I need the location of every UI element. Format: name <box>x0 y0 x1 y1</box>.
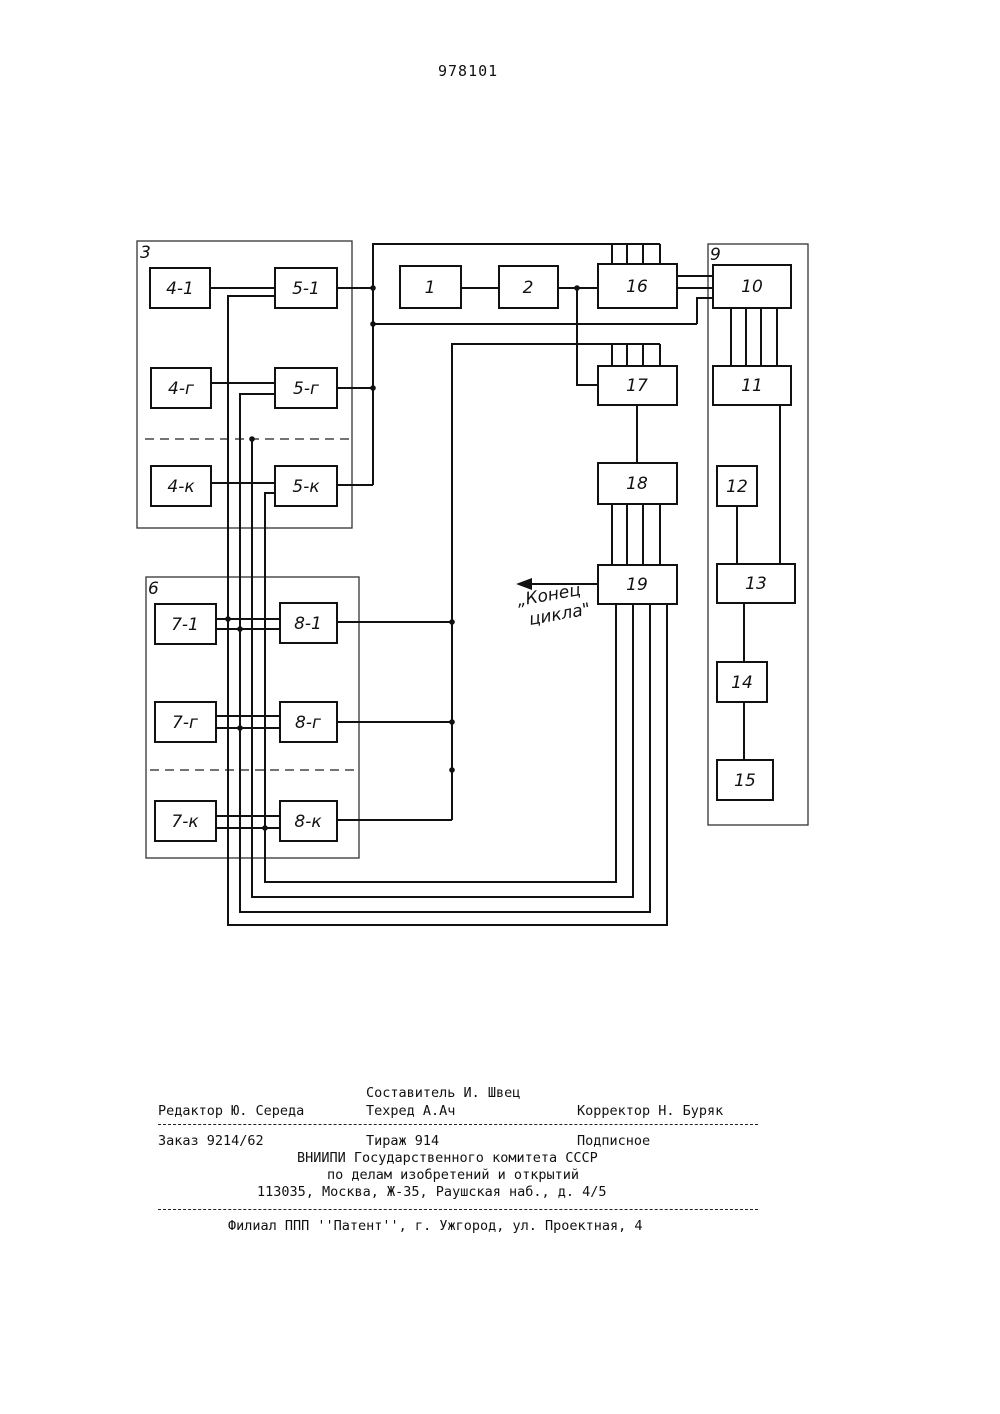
org-line-2: по делам изобретений и открытий <box>327 1167 579 1183</box>
composer: Составитель И. Швец <box>366 1085 520 1101</box>
imprint-divider-bottom <box>158 1209 758 1210</box>
block-7-k-label: 7-к <box>171 812 199 832</box>
order-number: Заказ 9214/62 <box>158 1133 264 1149</box>
block-7-1: 7-1 <box>155 604 216 644</box>
block-13-label: 13 <box>745 574 767 594</box>
block-8-k: 8-к <box>280 801 337 841</box>
block-12: 12 <box>717 466 757 506</box>
techred: Техред А.Ач <box>366 1103 455 1119</box>
block-7-2: 7-г <box>155 702 216 742</box>
group-6-label: 6 <box>148 579 159 599</box>
block-7-2-label: 7-г <box>172 713 198 733</box>
block-5-2-label: 5-г <box>293 379 319 399</box>
block-4-2: 4-г <box>151 368 211 408</box>
group-9-frame <box>708 244 808 825</box>
org-line-1: ВНИИПИ Государственного комитета СССР <box>297 1150 598 1166</box>
block-10: 10 <box>713 265 791 308</box>
corrector: Корректор Н. Буряк <box>577 1103 723 1119</box>
block-4-k-label: 4-к <box>167 477 195 497</box>
block-5-k: 5-к <box>275 466 337 506</box>
editor: Редактор Ю. Середа <box>158 1103 304 1119</box>
block-4-1-label: 4-1 <box>166 279 194 299</box>
address: 113035, Москва, Ж-35, Раушская наб., д. … <box>257 1184 607 1200</box>
block-5-1: 5-1 <box>275 268 337 308</box>
block-11-label: 11 <box>741 376 763 396</box>
block-4-k: 4-к <box>151 466 211 506</box>
block-18: 18 <box>598 463 677 504</box>
block-16-label: 16 <box>626 277 648 297</box>
block-15-label: 15 <box>734 771 756 791</box>
block-5-k-label: 5-к <box>292 477 320 497</box>
block-7-1-label: 7-1 <box>171 615 199 635</box>
branch: Филиал ППП ''Патент'', г. Ужгород, ул. П… <box>228 1218 643 1234</box>
block-7-k: 7-к <box>155 801 216 841</box>
imprint-divider-top <box>158 1124 758 1125</box>
block-1-label: 1 <box>425 278 436 298</box>
block-14-label: 14 <box>731 673 753 693</box>
block-5-2: 5-г <box>275 368 337 408</box>
block-8-2: 8-г <box>280 702 337 742</box>
block-2: 2 <box>499 266 558 308</box>
block-19-label: 19 <box>626 575 648 595</box>
block-14: 14 <box>717 662 767 702</box>
block-1: 1 <box>400 266 461 308</box>
block-4-1: 4-1 <box>150 268 210 308</box>
block-4-2-label: 4-г <box>168 379 194 399</box>
group-9-label: 9 <box>710 245 721 265</box>
block-10-label: 10 <box>741 277 763 297</box>
block-5-1-label: 5-1 <box>292 279 320 299</box>
block-8-1-label: 8-1 <box>294 614 322 634</box>
block-18-label: 18 <box>626 474 648 494</box>
block-8-1: 8-1 <box>280 603 337 643</box>
block-12-label: 12 <box>726 477 748 497</box>
subscription: Подписное <box>577 1133 650 1149</box>
block-17-label: 17 <box>626 376 648 396</box>
block-11: 11 <box>713 366 791 405</box>
block-8-k-label: 8-к <box>294 812 322 832</box>
block-17: 17 <box>598 366 677 405</box>
group-3-label: 3 <box>140 243 151 263</box>
block-16: 16 <box>598 264 677 308</box>
block-15: 15 <box>717 760 773 800</box>
block-19: 19 <box>598 565 677 604</box>
block-8-2-label: 8-г <box>295 713 321 733</box>
circulation: Тираж 914 <box>366 1133 439 1149</box>
block-13: 13 <box>717 564 795 603</box>
block-2-label: 2 <box>523 278 534 298</box>
